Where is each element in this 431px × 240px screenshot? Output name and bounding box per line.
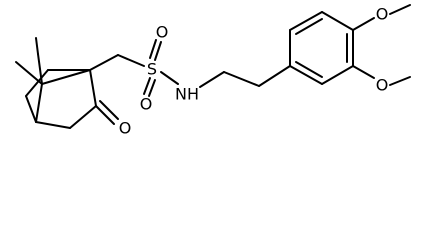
ring-bond-5	[321, 65, 354, 85]
bond-c2-o-1	[95, 105, 115, 125]
bond-c1-ch2	[89, 54, 119, 71]
chemical-structure-diagram: O O S O N H O	[15, 4, 411, 138]
ketone-group: O	[95, 100, 132, 138]
methoxy-oxygen-upper-label: O	[376, 5, 389, 24]
methoxy-lower: O	[352, 65, 411, 95]
ring-double-1	[295, 18, 323, 35]
bond-s-o-top-1	[149, 39, 157, 59]
camphor-cage	[15, 37, 119, 129]
bond-c7-c1	[41, 69, 91, 85]
ring-bond-6	[289, 65, 323, 85]
bond-ch2-ch2	[223, 71, 260, 87]
amine-nitrogen-label: N	[175, 85, 187, 104]
bond-c3-c4	[35, 121, 71, 129]
methoxy-upper: O	[352, 4, 411, 31]
bond-ch2-ring	[258, 65, 291, 87]
ketone-oxygen-label: O	[119, 119, 132, 138]
bond-ring-o-lower	[352, 65, 375, 79]
bond-s-o-bottom-2	[148, 79, 156, 97]
bond-c7-methyl-b	[15, 61, 43, 85]
bond-c4-c7	[35, 83, 43, 123]
bond-s-n	[160, 71, 179, 85]
ring-double-3	[295, 61, 323, 78]
ring-bond-3	[321, 11, 354, 31]
bond-n-ch2	[199, 71, 225, 88]
benzene-ring	[289, 11, 354, 85]
bond-o-methyl-upper	[389, 4, 411, 15]
bond-c1-c2	[89, 69, 97, 107]
bond-c7-methyl-a	[37, 53, 43, 85]
sulfur-label: S	[147, 60, 157, 79]
sulfonyl-oxygen-bottom-label: O	[140, 95, 153, 114]
bond-c4-c5	[25, 95, 37, 123]
bond-c2-c3	[69, 105, 97, 129]
bond-o-methyl-lower	[389, 76, 411, 86]
ethyl-linker	[199, 65, 291, 88]
bond-c2-o-2	[99, 100, 119, 120]
bond-ch2-s	[117, 54, 145, 67]
methoxy-oxygen-lower-label: O	[376, 76, 389, 95]
sulfonyl-oxygen-top-label: O	[156, 23, 169, 42]
bond-methyl-a-tail	[35, 37, 39, 55]
bond-s-o-top-2	[154, 41, 162, 61]
bond-s-o-bottom-1	[143, 77, 151, 95]
sulfonyl-group: O S O	[140, 23, 169, 114]
amine-hydrogen-label: H	[187, 85, 199, 104]
ring-bond-2	[289, 11, 323, 31]
bond-ring-o-upper	[352, 17, 375, 31]
bond-c5-c6	[25, 69, 49, 97]
amine-group: N H	[175, 85, 199, 104]
